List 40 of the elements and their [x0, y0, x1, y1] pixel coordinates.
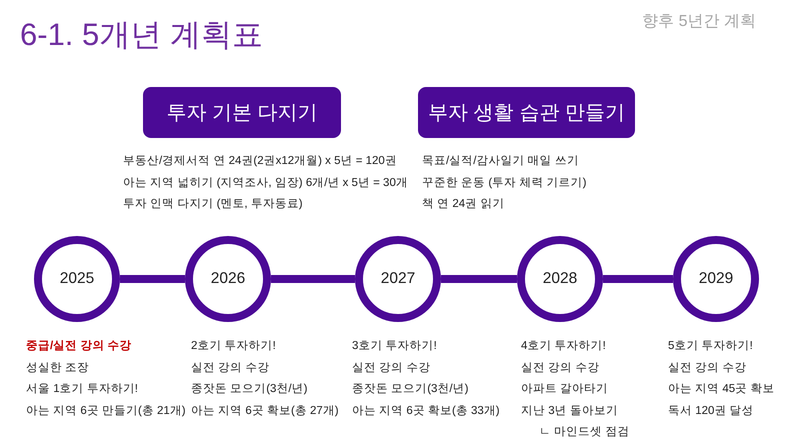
list-item-text: 3호기 투자하기!	[352, 339, 437, 354]
list-item-text: 목표/실적/감사일기 매일 쓰기	[422, 154, 579, 169]
list-item-text: 성실한 조장	[26, 360, 90, 376]
connector-line	[603, 275, 673, 283]
year-circle: 2025	[34, 236, 120, 322]
year-circle: 2028	[517, 236, 603, 322]
list-item-text: 독서 120권 달성	[668, 404, 754, 418]
list-item-text: 5호기 투자하기!	[668, 339, 753, 354]
list-item-text: 서울 1호기 투자하기!	[26, 382, 138, 397]
list-item-text: 실전 강의 수강	[668, 360, 746, 376]
list-item-text: 꾸준한 운동 (투자 체력 기르기)	[422, 176, 586, 190]
list-item-text: 2호기 투자하기!	[191, 339, 276, 354]
list-item-text: 지난 3년 돌아보기	[521, 404, 618, 418]
subtitle: 향후 5년간 계획	[642, 12, 756, 32]
list-item-text: 아는 지역 6곳 확보(총 27개)	[191, 404, 339, 418]
connector-line	[441, 275, 517, 283]
list-item-text: ㄴ 마인드셋 점검	[539, 425, 630, 440]
list-item-text: 책 연 24권 읽기	[422, 197, 504, 212]
list-item-text: 아는 지역 6곳 만들기(총 21개)	[26, 404, 186, 418]
list-item-text: 아파트 갈아타기	[521, 382, 608, 397]
list-item-text: 실전 강의 수강	[191, 360, 270, 376]
page-title: 6-1. 5개년 계획표	[20, 16, 263, 54]
year-circle: 2027	[355, 236, 441, 322]
year-circle: 2026	[185, 236, 271, 322]
list-item-text: 실전 강의 수강	[352, 360, 430, 376]
heading-box: 부자 생활 습관 만들기	[418, 87, 635, 138]
list-item-text: 부동산/경제서적 연 24권(2권x12개월) x 5년 = 120권	[123, 154, 397, 169]
list-item-text: 아는 지역 6곳 확보(총 33개)	[352, 404, 500, 418]
heading-box: 투자 기본 다지기	[143, 87, 341, 138]
connector-line	[120, 275, 185, 283]
list-item-text: 종잣돈 모으기(3천/년)	[191, 382, 308, 397]
list-item-text: 4호기 투자하기!	[521, 339, 606, 354]
list-item-text: 아는 지역 45곳 확보	[668, 382, 774, 397]
year-circle: 2029	[673, 236, 759, 322]
list-item-text: 아는 지역 넓히기 (지역조사, 임장) 6개/년 x 5년 = 30개	[123, 176, 408, 190]
list-item-text: 실전 강의 수강	[521, 360, 600, 376]
connector-line	[271, 275, 355, 283]
list-item-text: 투자 인맥 다지기 (멘토, 투자동료)	[123, 197, 303, 212]
list-item-text: 종잣돈 모으기(3천/년)	[352, 382, 468, 397]
highlighted-item: 중급/실전 강의 수강	[26, 339, 132, 354]
